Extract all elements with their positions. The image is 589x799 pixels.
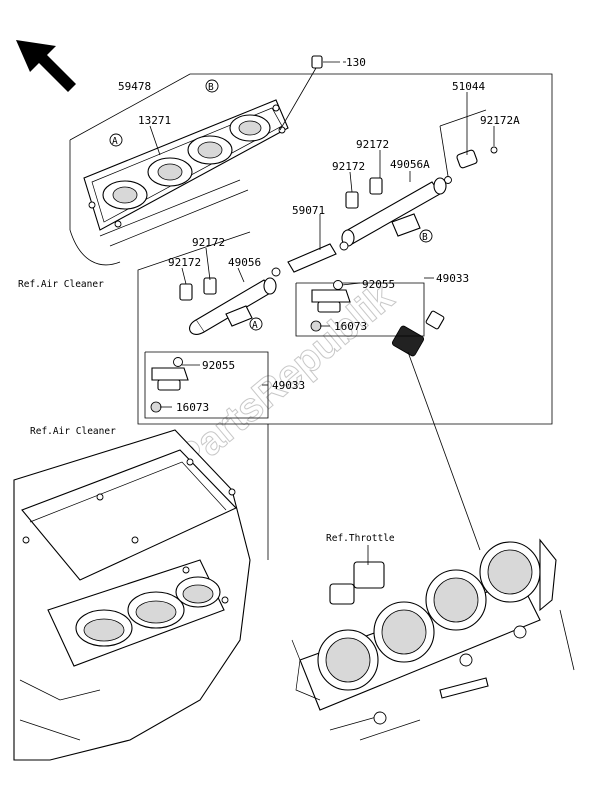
label-49033-b: 49033: [272, 379, 305, 392]
svg-text:A: A: [252, 320, 258, 331]
head-cover-part: [83, 99, 289, 247]
label-59071: 59071: [292, 204, 325, 217]
label-92172A: 92172A: [480, 114, 520, 127]
ref-throttle: Ref.Throttle: [326, 533, 395, 544]
leader-lines: [149, 61, 495, 560]
fuel-hose: [391, 146, 498, 357]
label-16073-b: 16073: [176, 401, 209, 414]
label-51044: 51044: [452, 80, 485, 93]
label-59478: 59478: [118, 80, 151, 93]
callout-a-rail: A: [249, 317, 263, 331]
callout-a-top: A: [109, 133, 123, 147]
injector-group-right: [295, 280, 425, 337]
fuel-pipe: [271, 241, 349, 277]
air-cleaner-ref-line: [69, 229, 121, 266]
injector-group-left: [144, 351, 269, 419]
svg-text:B: B: [208, 82, 214, 93]
fuel-rail-left: [179, 277, 277, 335]
callout-b-rail: B: [419, 229, 433, 243]
label-13271: 13271: [138, 114, 171, 127]
callout-b-top: B: [205, 79, 219, 93]
label-92055-a: 92055: [362, 278, 395, 291]
ref-air-cleaner-bottom: Ref.Air Cleaner: [30, 426, 116, 437]
label-16073-a: 16073: [334, 320, 367, 333]
engine-head-part: [13, 429, 251, 761]
ref-air-cleaner-top: Ref.Air Cleaner: [18, 279, 104, 290]
assembly-boundary-lines: [69, 73, 553, 425]
label-92172-a: 92172: [356, 138, 389, 151]
svg-text:B: B: [422, 232, 428, 243]
label-49033-a: 49033: [436, 272, 469, 285]
label-92172-c: 92172: [192, 236, 225, 249]
label-49056A: 49056A: [390, 158, 430, 171]
svg-text:A: A: [112, 136, 118, 147]
bolt-130: [279, 55, 340, 131]
label-92055-b: 92055: [202, 359, 235, 372]
throttle-body-part: [291, 538, 575, 741]
label-49056: 49056: [228, 256, 261, 269]
front-direction-arrow-icon: [16, 40, 76, 92]
label-92172-b: 92172: [332, 160, 365, 173]
label-92172-d: 92172: [168, 256, 201, 269]
label-130: 130: [346, 56, 366, 69]
